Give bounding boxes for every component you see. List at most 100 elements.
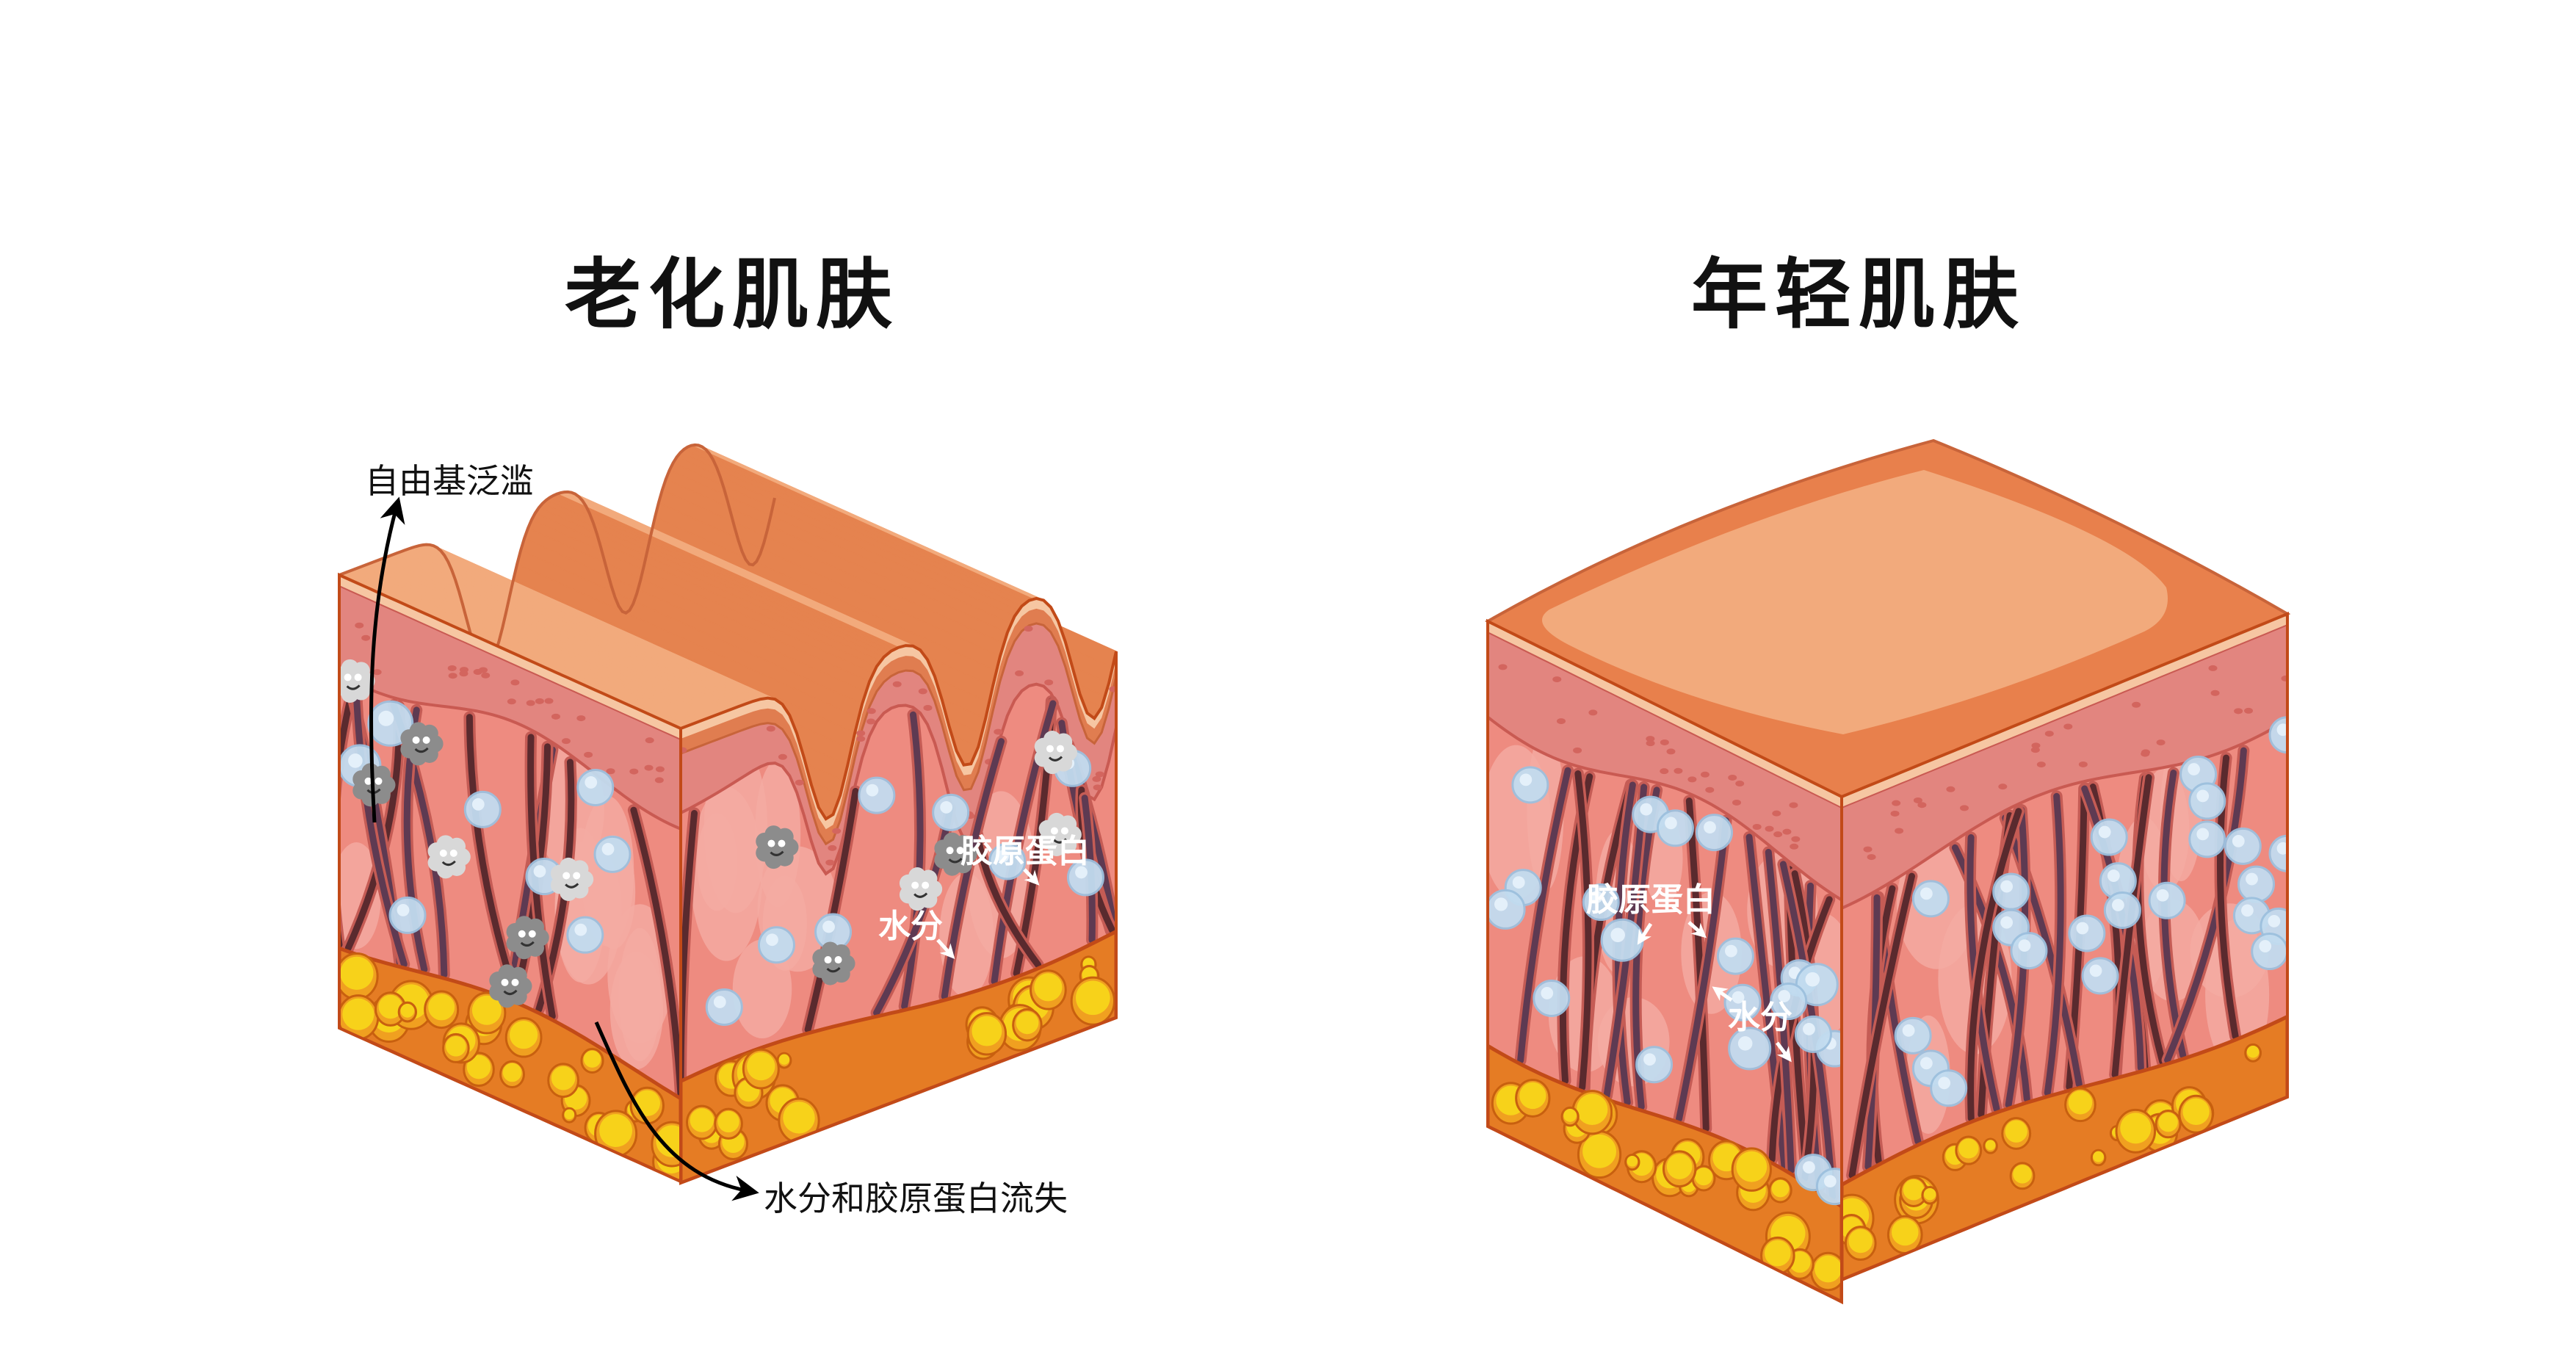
fat-globule-highlight [717, 1110, 739, 1133]
free-radical [756, 825, 799, 869]
epidermis-cell [1687, 776, 1697, 783]
free-radical-mouth [948, 858, 963, 864]
water-bubble [2224, 827, 2262, 865]
collagen-fiber [804, 788, 859, 1033]
epidermis-cell [654, 777, 664, 784]
epidermis-cell [1863, 846, 1873, 853]
wrinkled-skin-surface [338, 443, 1117, 820]
fat-globule-highlight [690, 1108, 714, 1132]
epidermis-cell [1735, 781, 1745, 787]
fat-globule-highlight [509, 1021, 538, 1049]
epidermis-cell [1700, 771, 1710, 778]
water-bubble-highlight [1643, 1053, 1656, 1066]
water-bubble [705, 988, 743, 1027]
collagen-fiber [901, 711, 924, 1010]
fat-globule-highlight [1076, 980, 1110, 1016]
water-bubble-highlight [471, 797, 485, 811]
free-radical [489, 964, 532, 1008]
epidermis-cell [1044, 679, 1054, 686]
face-outline [679, 596, 1118, 1185]
collagen-fiber [1517, 767, 1571, 1064]
epidermis-cell [1728, 774, 1737, 781]
epidermis-cell [1092, 775, 1101, 782]
aged-right-face [681, 598, 1116, 1183]
water-bubble-highlight [533, 865, 546, 878]
water-bubble-highlight [2112, 899, 2124, 911]
water-bubble-highlight [2188, 763, 2201, 775]
epidermis-cell [766, 726, 775, 732]
epidermis-cell [1732, 799, 1742, 806]
epidermis-cell [372, 669, 382, 676]
fat-globule-highlight [428, 994, 455, 1021]
epidermis-cell [1892, 800, 1901, 806]
fat-globule-highlight [1736, 1151, 1768, 1182]
epidermis-cell [1573, 747, 1582, 753]
epidermis-cell [1895, 828, 1904, 834]
fat-globule-highlight [1891, 1218, 1919, 1246]
water-bubble [757, 926, 795, 964]
water-bubble-highlight [1541, 987, 1554, 999]
epidermis-cell [1646, 740, 1655, 747]
water-bubble-highlight [2018, 939, 2031, 952]
free-radical-eye [518, 930, 526, 938]
epidermis-cell [1867, 854, 1876, 861]
epidermis-cell [1773, 831, 1783, 838]
aged-water-arrow [936, 938, 955, 959]
epidermis-cell [2210, 690, 2220, 696]
free-radical-body [760, 831, 793, 864]
fat-globule-highlight [340, 956, 374, 990]
free-radical-mouth [414, 747, 429, 753]
fat-globule-highlight [471, 995, 502, 1025]
free-radical-eye [511, 978, 519, 986]
epidermis-cell [2078, 761, 2088, 767]
epidermis-cell [355, 622, 364, 629]
aged-water-label: 水分 [878, 908, 943, 945]
free-radical-body [339, 665, 369, 698]
free-radical-eye [439, 849, 447, 857]
water-bubble-highlight [713, 996, 726, 1008]
fat-globule-highlight [2158, 1112, 2178, 1132]
free-radical-eye [922, 881, 930, 889]
epidermis-cell [1588, 709, 1598, 716]
fat-globule-highlight [2093, 1151, 2105, 1162]
water-bubble-highlight [1610, 927, 1625, 943]
free-radical-eye [1056, 745, 1064, 753]
fat-globule-highlight [1519, 1082, 1546, 1110]
epidermis-cell [1015, 670, 1024, 676]
epidermis-cell [544, 698, 554, 704]
water-bubble-highlight [1805, 972, 1820, 987]
epidermis-cell [2132, 701, 2141, 708]
water-bubble-highlight [1920, 887, 1933, 900]
collagen-fiber [1685, 797, 1710, 1132]
free-radical [1038, 812, 1082, 857]
epidermis-cell [473, 669, 482, 676]
water-bubble-highlight [2089, 964, 2102, 977]
free-radical-eye [824, 956, 832, 964]
water-bubble-highlight [822, 920, 835, 933]
water-bubble [2237, 865, 2276, 903]
epidermis-cell [507, 698, 516, 705]
epidermis-cell [1705, 786, 1715, 793]
water-bubble-highlight [866, 784, 879, 797]
free-radical-body [1038, 736, 1071, 769]
free-radical-mouth [503, 989, 518, 996]
free-radical [550, 857, 594, 902]
fat-globule-highlight [400, 1004, 415, 1018]
free-radical-eye [375, 777, 383, 785]
loss-label: 水分和胶原蛋白流失 [764, 1179, 1068, 1218]
epidermis-cell [2156, 739, 2166, 746]
epidermis-cell [561, 738, 571, 745]
epidermis-cell [1093, 784, 1102, 791]
epidermis-cell [1960, 805, 1969, 811]
epidermis-cell [866, 708, 876, 715]
face-outline [1840, 612, 2289, 1282]
water-bubble [463, 790, 502, 828]
fat-globule-highlight [2246, 1045, 2260, 1058]
free-radical [899, 867, 943, 911]
epidermis-layer [1842, 622, 2287, 911]
dermis-patch [339, 842, 381, 949]
epidermis-cell [1791, 836, 1801, 842]
fat-globule-highlight [564, 1109, 575, 1120]
collagen-fiber [630, 806, 681, 1099]
